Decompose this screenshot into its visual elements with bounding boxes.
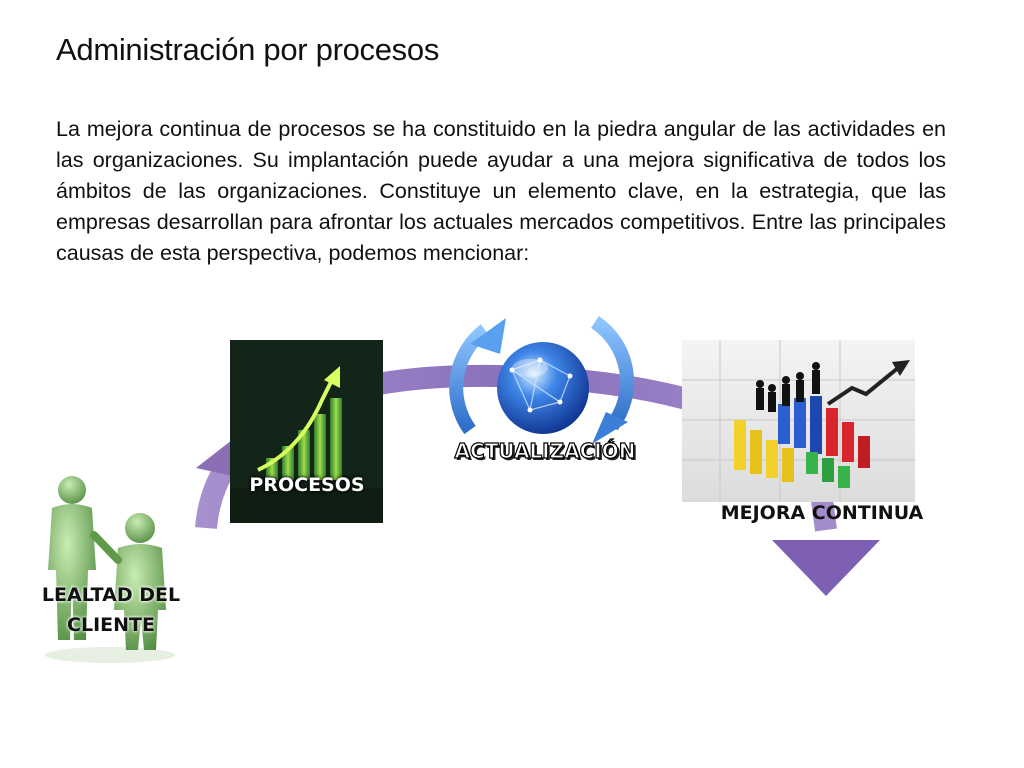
label-procesos: PROCESOS <box>249 474 365 496</box>
growth-arrow <box>257 379 334 472</box>
label-lealtad-del-cliente: LEALTAD DEL CLIENTE <box>41 584 181 636</box>
people-silhouettes <box>756 362 820 412</box>
colored-bars <box>734 396 870 488</box>
arc-arrowhead-right <box>772 540 880 596</box>
slide-title: Administración por procesos <box>56 32 440 67</box>
label-mejora-continua: MEJORA CONTINUA <box>720 502 924 524</box>
mejora-chart-image <box>682 340 915 502</box>
people-figure <box>45 476 175 663</box>
rising-arrow <box>826 366 900 406</box>
label-actualizacion: ACTUALIZACIÓN <box>454 438 636 463</box>
procesos-panel <box>230 340 383 523</box>
slide-paragraph: La mejora continua de procesos se ha con… <box>56 117 946 265</box>
refresh-globe-icon <box>449 316 635 444</box>
